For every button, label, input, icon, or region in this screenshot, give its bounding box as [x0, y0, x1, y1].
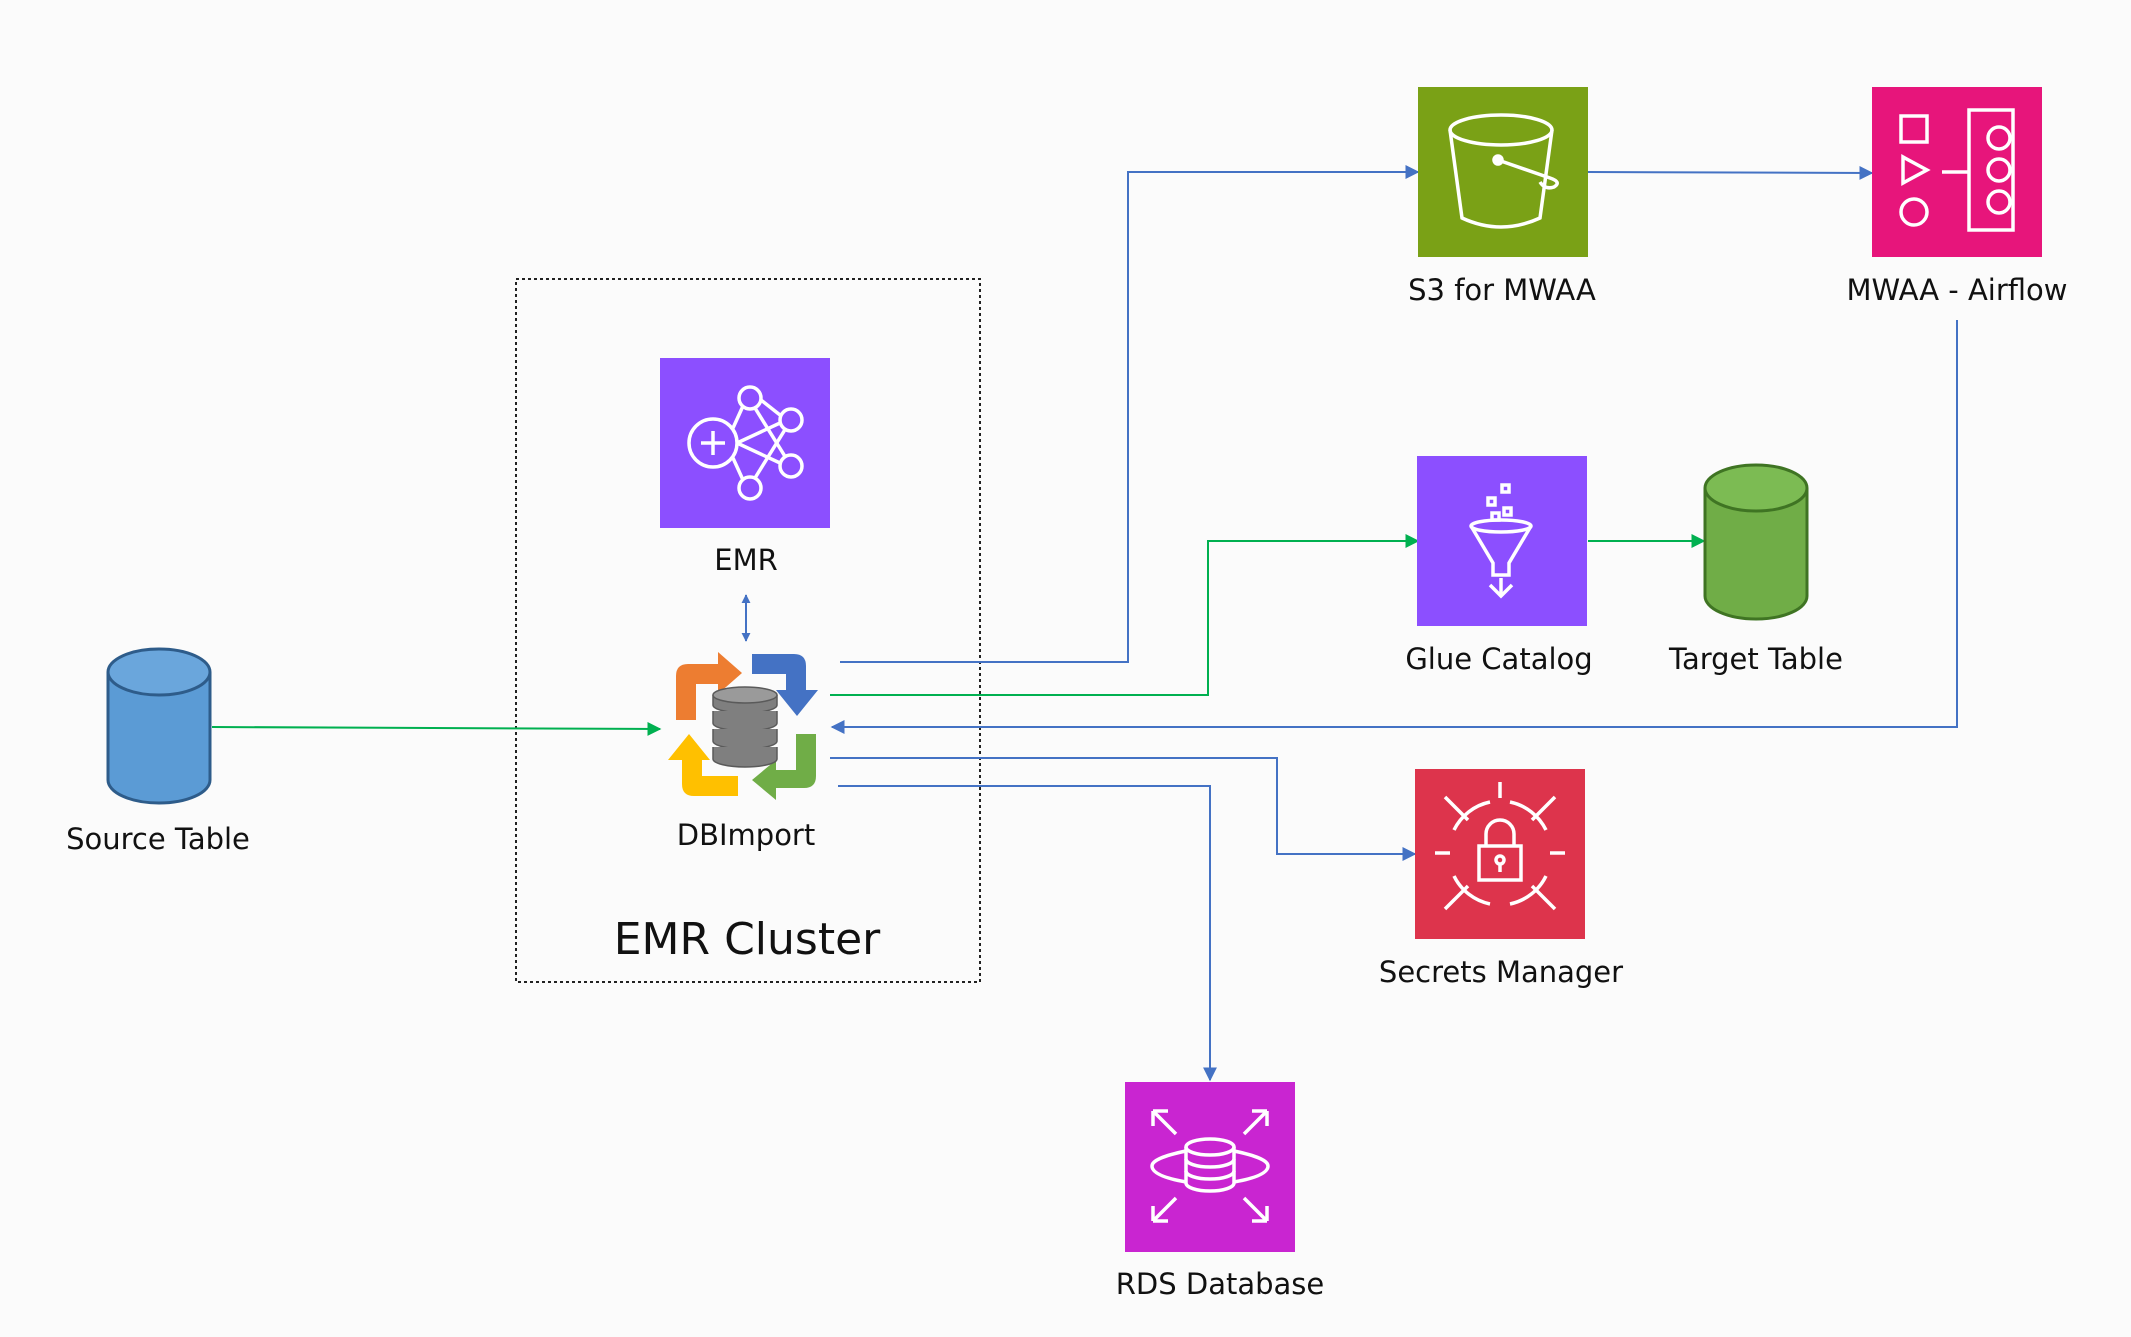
edge-dbimport-to-secrets — [830, 757, 1417, 861]
dbimport-database-stack — [712, 686, 778, 768]
edge-source-to-dbimport — [211, 721, 662, 736]
target-table-label: Target Table — [1669, 642, 1843, 676]
source-table-cylinder — [106, 647, 212, 805]
dbimport-cycle-icon — [668, 652, 818, 800]
mwaa-label: MWAA - Airflow — [1846, 273, 2068, 307]
secrets-lock-icon — [1415, 769, 1585, 939]
s3-bucket-icon — [1418, 87, 1588, 257]
emr-icon — [660, 358, 830, 528]
glue-funnel-icon — [1417, 456, 1587, 626]
rds-label: RDS Database — [1115, 1267, 1325, 1301]
source-table-label: Source Table — [66, 822, 250, 856]
emr-label: EMR — [714, 543, 778, 577]
edge-s3-to-mwaa — [1587, 165, 1874, 180]
edge-mwaa-to-dbimport — [830, 320, 1958, 734]
s3-label: S3 for MWAA — [1408, 273, 1596, 307]
edge-dbimport-to-glue — [830, 534, 1420, 696]
secrets-label: Secrets Manager — [1378, 955, 1624, 989]
target-table-cylinder — [1703, 463, 1809, 621]
emr-cluster-title: EMR Cluster — [613, 914, 881, 965]
connectors — [211, 165, 1958, 1082]
emr-cluster-boundary — [515, 278, 981, 983]
airflow-workflow-icon — [1872, 87, 2042, 257]
rds-database-icon — [1125, 1082, 1295, 1252]
edge-dbimport-to-rds — [838, 785, 1217, 1082]
edge-dbimport-to-s3 — [840, 165, 1420, 663]
dbimport-label: DBImport — [676, 818, 816, 852]
glue-label: Glue Catalog — [1405, 642, 1593, 676]
